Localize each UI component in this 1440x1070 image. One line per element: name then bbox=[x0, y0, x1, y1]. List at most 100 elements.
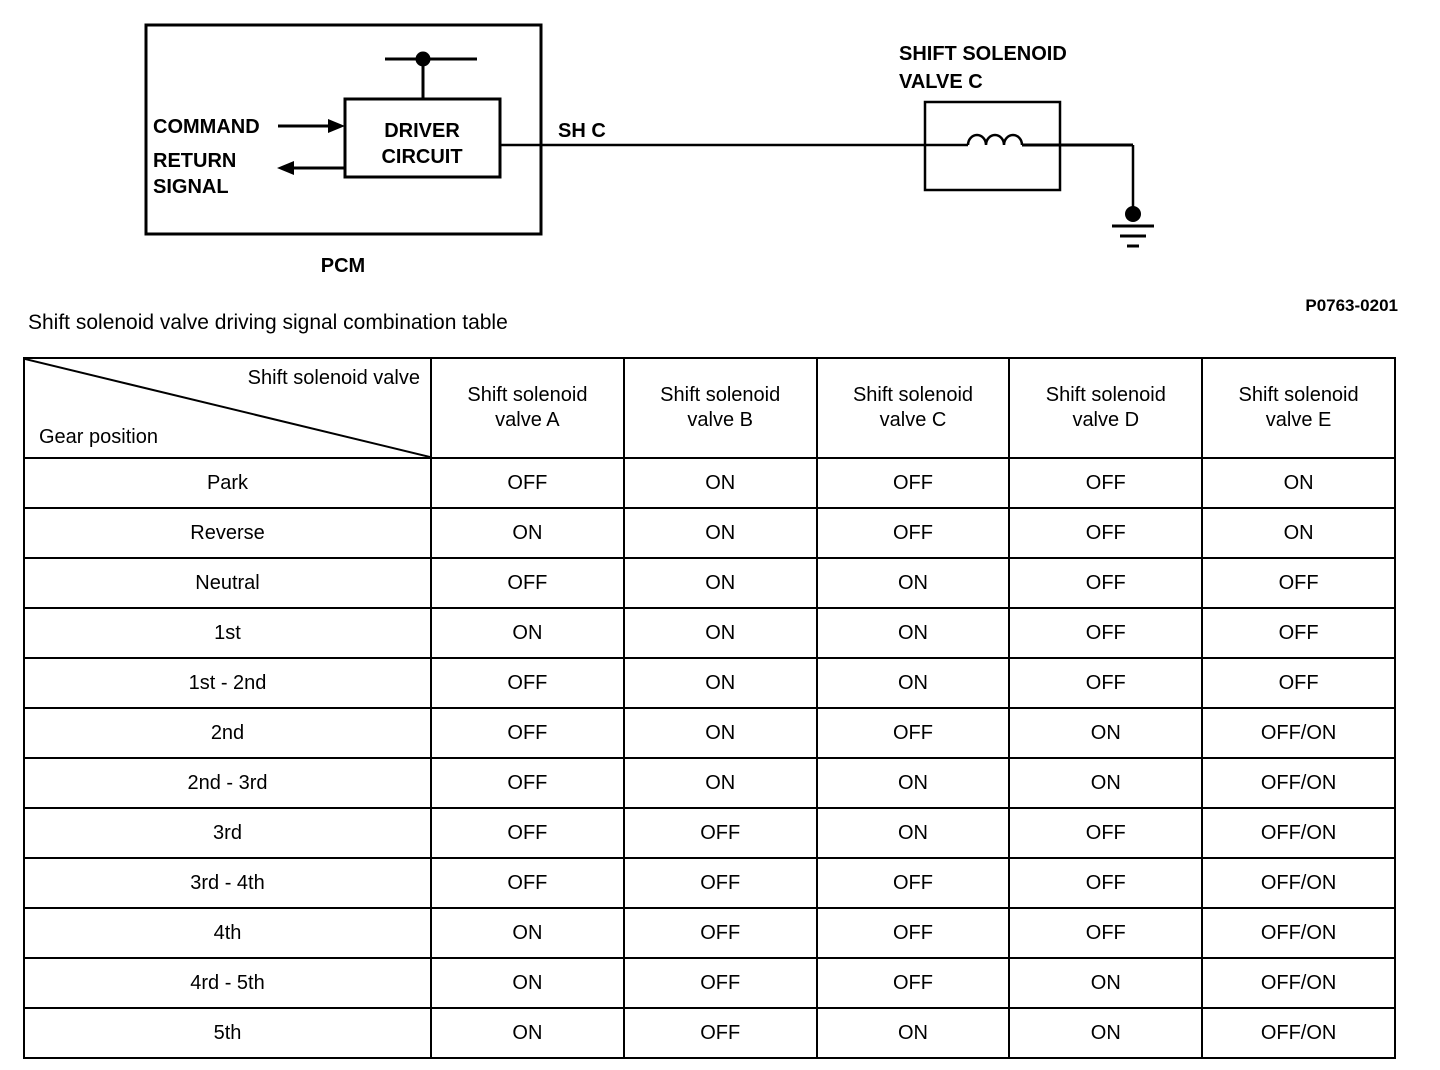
solenoid-valve-label-line1: SHIFT SOLENOID bbox=[899, 43, 1067, 65]
column-header-valve-c-line1: Shift solenoid bbox=[852, 384, 974, 406]
column-header-valve-a-line2: valve A bbox=[495, 409, 560, 431]
solenoid-state-cell: OFF/ON bbox=[1201, 1007, 1396, 1059]
solenoid-state-cell: ON bbox=[1201, 457, 1396, 509]
solenoid-state-cell: ON bbox=[815, 557, 1011, 609]
solenoid-state-cell: OFF bbox=[1201, 607, 1396, 659]
solenoid-state-cell: OFF bbox=[1008, 507, 1204, 559]
table-caption: Shift solenoid valve driving signal comb… bbox=[28, 311, 508, 334]
ground-symbol-icon bbox=[1112, 224, 1154, 248]
driver-circuit-label-line1: DRIVER bbox=[384, 120, 460, 142]
column-header-valve-b: Shift solenoid valve B bbox=[622, 357, 818, 459]
solenoid-state-cell: OFF bbox=[1008, 657, 1204, 709]
solenoid-state-cell: OFF/ON bbox=[1201, 957, 1396, 1009]
pcm-box bbox=[144, 23, 543, 236]
column-header-valve-d-line1: Shift solenoid bbox=[1045, 384, 1166, 406]
gear-position-cell: Park bbox=[23, 457, 432, 509]
solenoid-state-cell: OFF bbox=[430, 657, 625, 709]
column-header-valve-c-line2: valve C bbox=[879, 409, 947, 431]
solenoid-state-cell: OFF bbox=[1008, 857, 1204, 909]
solenoid-state-cell: ON bbox=[430, 1007, 625, 1059]
solenoid-state-cell: ON bbox=[622, 707, 818, 759]
solenoid-state-cell: OFF bbox=[1008, 457, 1204, 509]
column-header-valve-a-line1: Shift solenoid bbox=[467, 384, 588, 406]
solenoid-state-cell: OFF/ON bbox=[1201, 707, 1396, 759]
sh-c-wire-label: SH C bbox=[558, 120, 606, 142]
reference-code: P0763-0201 bbox=[1305, 296, 1398, 315]
solenoid-state-cell: ON bbox=[430, 607, 625, 659]
ground-dot-icon bbox=[1125, 206, 1141, 222]
column-header-valve-e-line1: Shift solenoid bbox=[1238, 384, 1359, 406]
column-header-valve-a: Shift solenoid valve A bbox=[430, 357, 625, 459]
inductor-coil-icon bbox=[966, 133, 1024, 146]
solenoid-state-cell: OFF bbox=[815, 907, 1011, 959]
diagonal-divider-icon bbox=[25, 359, 430, 457]
column-header-valve-c: Shift solenoid valve C bbox=[815, 357, 1011, 459]
solenoid-state-cell: ON bbox=[622, 557, 818, 609]
column-header-valve-b-line1: Shift solenoid bbox=[660, 384, 781, 406]
gear-position-cell: 3rd bbox=[23, 807, 432, 859]
column-header-valve-b-line2: valve B bbox=[687, 409, 753, 431]
solenoid-state-cell: OFF bbox=[430, 557, 625, 609]
solenoid-state-cell: ON bbox=[1008, 757, 1204, 809]
wiring-schematic: COMMAND RETURN SIGNAL DRIVER CIRCUIT PCM… bbox=[0, 0, 1440, 330]
solenoid-valve-label-line2: VALVE C bbox=[899, 71, 983, 93]
gear-position-cell: 5th bbox=[23, 1007, 432, 1059]
solenoid-state-cell: OFF bbox=[622, 807, 818, 859]
solenoid-state-cell: OFF/ON bbox=[1201, 857, 1396, 909]
gear-position-cell: 1st - 2nd bbox=[23, 657, 432, 709]
gear-position-cell: 4th bbox=[23, 907, 432, 959]
header-row: Shift solenoid valve Gear position Shift… bbox=[23, 357, 1396, 459]
solenoid-state-cell: OFF bbox=[1201, 557, 1396, 609]
solenoid-state-cell: ON bbox=[1008, 1007, 1204, 1059]
solenoid-state-cell: OFF bbox=[815, 507, 1011, 559]
solenoid-state-cell: OFF bbox=[815, 857, 1011, 909]
driver-circuit-label-line2: CIRCUIT bbox=[381, 146, 462, 168]
arrow-left-icon bbox=[277, 161, 294, 175]
solenoid-state-cell: ON bbox=[622, 457, 818, 509]
column-header-valve-d: Shift solenoid valve D bbox=[1008, 357, 1204, 459]
corner-bottom-label: Gear position bbox=[39, 426, 158, 448]
solenoid-state-cell: OFF bbox=[430, 857, 625, 909]
solenoid-state-cell: ON bbox=[622, 607, 818, 659]
solenoid-state-cell: OFF bbox=[815, 957, 1011, 1009]
solenoid-state-cell: OFF bbox=[1008, 607, 1204, 659]
gear-position-cell: 2nd - 3rd bbox=[23, 757, 432, 809]
solenoid-state-cell: OFF bbox=[1008, 907, 1204, 959]
pcm-label: PCM bbox=[321, 255, 365, 277]
arrow-right-icon bbox=[328, 119, 345, 133]
solenoid-state-cell: OFF/ON bbox=[1201, 757, 1396, 809]
solenoid-state-cell: ON bbox=[430, 957, 625, 1009]
solenoid-state-cell: OFF bbox=[622, 1007, 818, 1059]
table-header: Shift solenoid valve Gear position Shift… bbox=[23, 357, 1396, 459]
gear-position-cell: Neutral bbox=[23, 557, 432, 609]
return-signal-label-line2: SIGNAL bbox=[153, 176, 229, 198]
corner-header-cell: Shift solenoid valve Gear position bbox=[23, 357, 432, 459]
solenoid-state-cell: ON bbox=[1008, 707, 1204, 759]
solenoid-state-cell: ON bbox=[622, 757, 818, 809]
solenoid-state-cell: ON bbox=[622, 507, 818, 559]
solenoid-state-cell: ON bbox=[1008, 957, 1204, 1009]
solenoid-state-cell: OFF/ON bbox=[1201, 807, 1396, 859]
solenoid-state-cell: OFF bbox=[1201, 657, 1396, 709]
column-header-valve-e-line2: valve E bbox=[1265, 409, 1332, 431]
gear-position-cell: 1st bbox=[23, 607, 432, 659]
solenoid-state-cell: OFF bbox=[815, 707, 1011, 759]
gear-position-cell: 2nd bbox=[23, 707, 432, 759]
solenoid-state-cell: OFF bbox=[815, 457, 1011, 509]
shift-solenoid-combination-table: Shift solenoid valve Gear position Shift… bbox=[23, 357, 1396, 1059]
solenoid-state-cell: OFF bbox=[1008, 557, 1204, 609]
command-label: COMMAND bbox=[153, 116, 260, 138]
solenoid-state-cell: OFF bbox=[430, 707, 625, 759]
return-signal-label-line1: RETURN bbox=[153, 150, 236, 172]
